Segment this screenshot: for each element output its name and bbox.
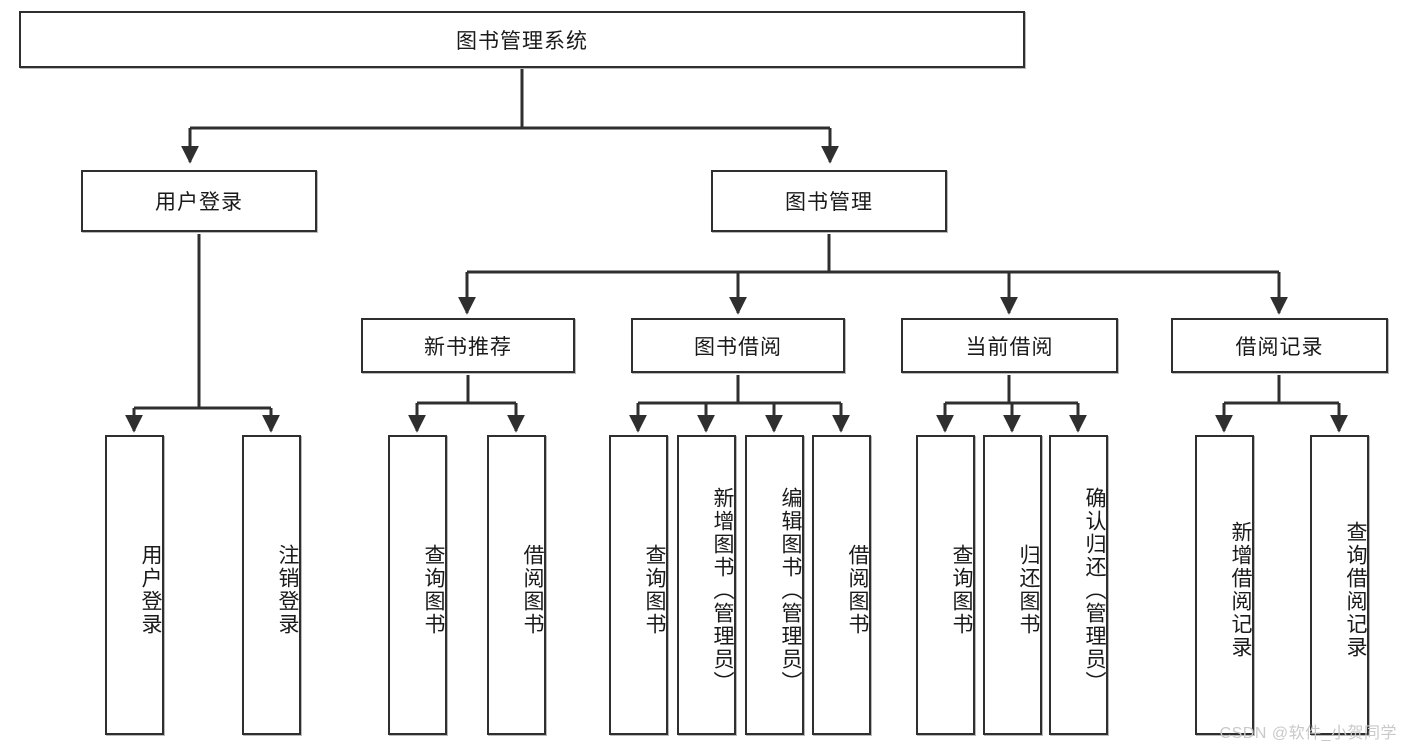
node-current-borrow-label: 当前借阅 (965, 335, 1054, 359)
leaf-user-login-logout-label: 注销登录 (276, 544, 299, 636)
leaf-record-query-record-label: 查询借阅记录 (1344, 521, 1367, 659)
leaf-recommend-borrow-book[interactable]: 借阅图书 (487, 435, 546, 735)
leaf-record-query-record[interactable]: 查询借阅记录 (1310, 435, 1369, 735)
node-user-login-label: 用户登录 (155, 191, 243, 214)
leaf-user-login-login[interactable]: 用户登录 (105, 435, 164, 735)
leaf-current-return-book-label: 归还图书 (1017, 544, 1040, 636)
leaf-borrow-query-book-label: 查询图书 (643, 544, 666, 636)
node-root[interactable]: 图书管理系统 (19, 11, 1025, 68)
node-book-borrow-label: 图书借阅 (694, 335, 782, 359)
node-borrow-record-label: 借阅记录 (1235, 335, 1324, 359)
leaf-current-confirm-return-label: 确认归还（管理员） (1083, 486, 1106, 694)
leaf-current-return-book[interactable]: 归还图书 (983, 435, 1042, 735)
leaf-current-query-book-label: 查询图书 (950, 544, 973, 636)
leaf-user-login-login-label: 用户登录 (139, 544, 162, 636)
leaf-user-login-logout[interactable]: 注销登录 (242, 435, 301, 735)
node-new-book-recommend[interactable]: 新书推荐 (361, 318, 575, 373)
leaf-current-confirm-return[interactable]: 确认归还（管理员） (1049, 435, 1108, 735)
leaf-borrow-edit-book-label: 编辑图书（管理员） (779, 486, 802, 694)
leaf-borrow-add-book[interactable]: 新增图书（管理员） (677, 435, 736, 735)
leaf-recommend-borrow-book-label: 借阅图书 (521, 544, 544, 636)
node-current-borrow[interactable]: 当前借阅 (901, 318, 1118, 373)
node-book-management-label: 图书管理 (785, 191, 873, 214)
leaf-borrow-add-book-label: 新增图书（管理员） (711, 486, 734, 694)
leaf-borrow-borrow-book[interactable]: 借阅图书 (812, 435, 871, 735)
leaf-borrow-borrow-book-label: 借阅图书 (846, 544, 869, 636)
node-book-borrow[interactable]: 图书借阅 (631, 318, 845, 373)
node-new-book-recommend-label: 新书推荐 (424, 335, 512, 359)
node-book-management[interactable]: 图书管理 (711, 170, 947, 232)
leaf-borrow-edit-book[interactable]: 编辑图书（管理员） (745, 435, 804, 735)
node-user-login[interactable]: 用户登录 (81, 170, 317, 232)
leaf-recommend-query-book[interactable]: 查询图书 (388, 435, 447, 735)
leaf-current-query-book[interactable]: 查询图书 (916, 435, 975, 735)
leaf-record-add-record-label: 新增借阅记录 (1229, 521, 1252, 659)
leaf-borrow-query-book[interactable]: 查询图书 (609, 435, 668, 735)
csdn-watermark: CSDN @软件_小贺同学 (1219, 725, 1397, 742)
leaf-recommend-query-book-label: 查询图书 (422, 544, 445, 636)
leaf-record-add-record[interactable]: 新增借阅记录 (1195, 435, 1254, 735)
node-borrow-record[interactable]: 借阅记录 (1171, 318, 1388, 373)
node-root-label: 图书管理系统 (456, 29, 588, 53)
